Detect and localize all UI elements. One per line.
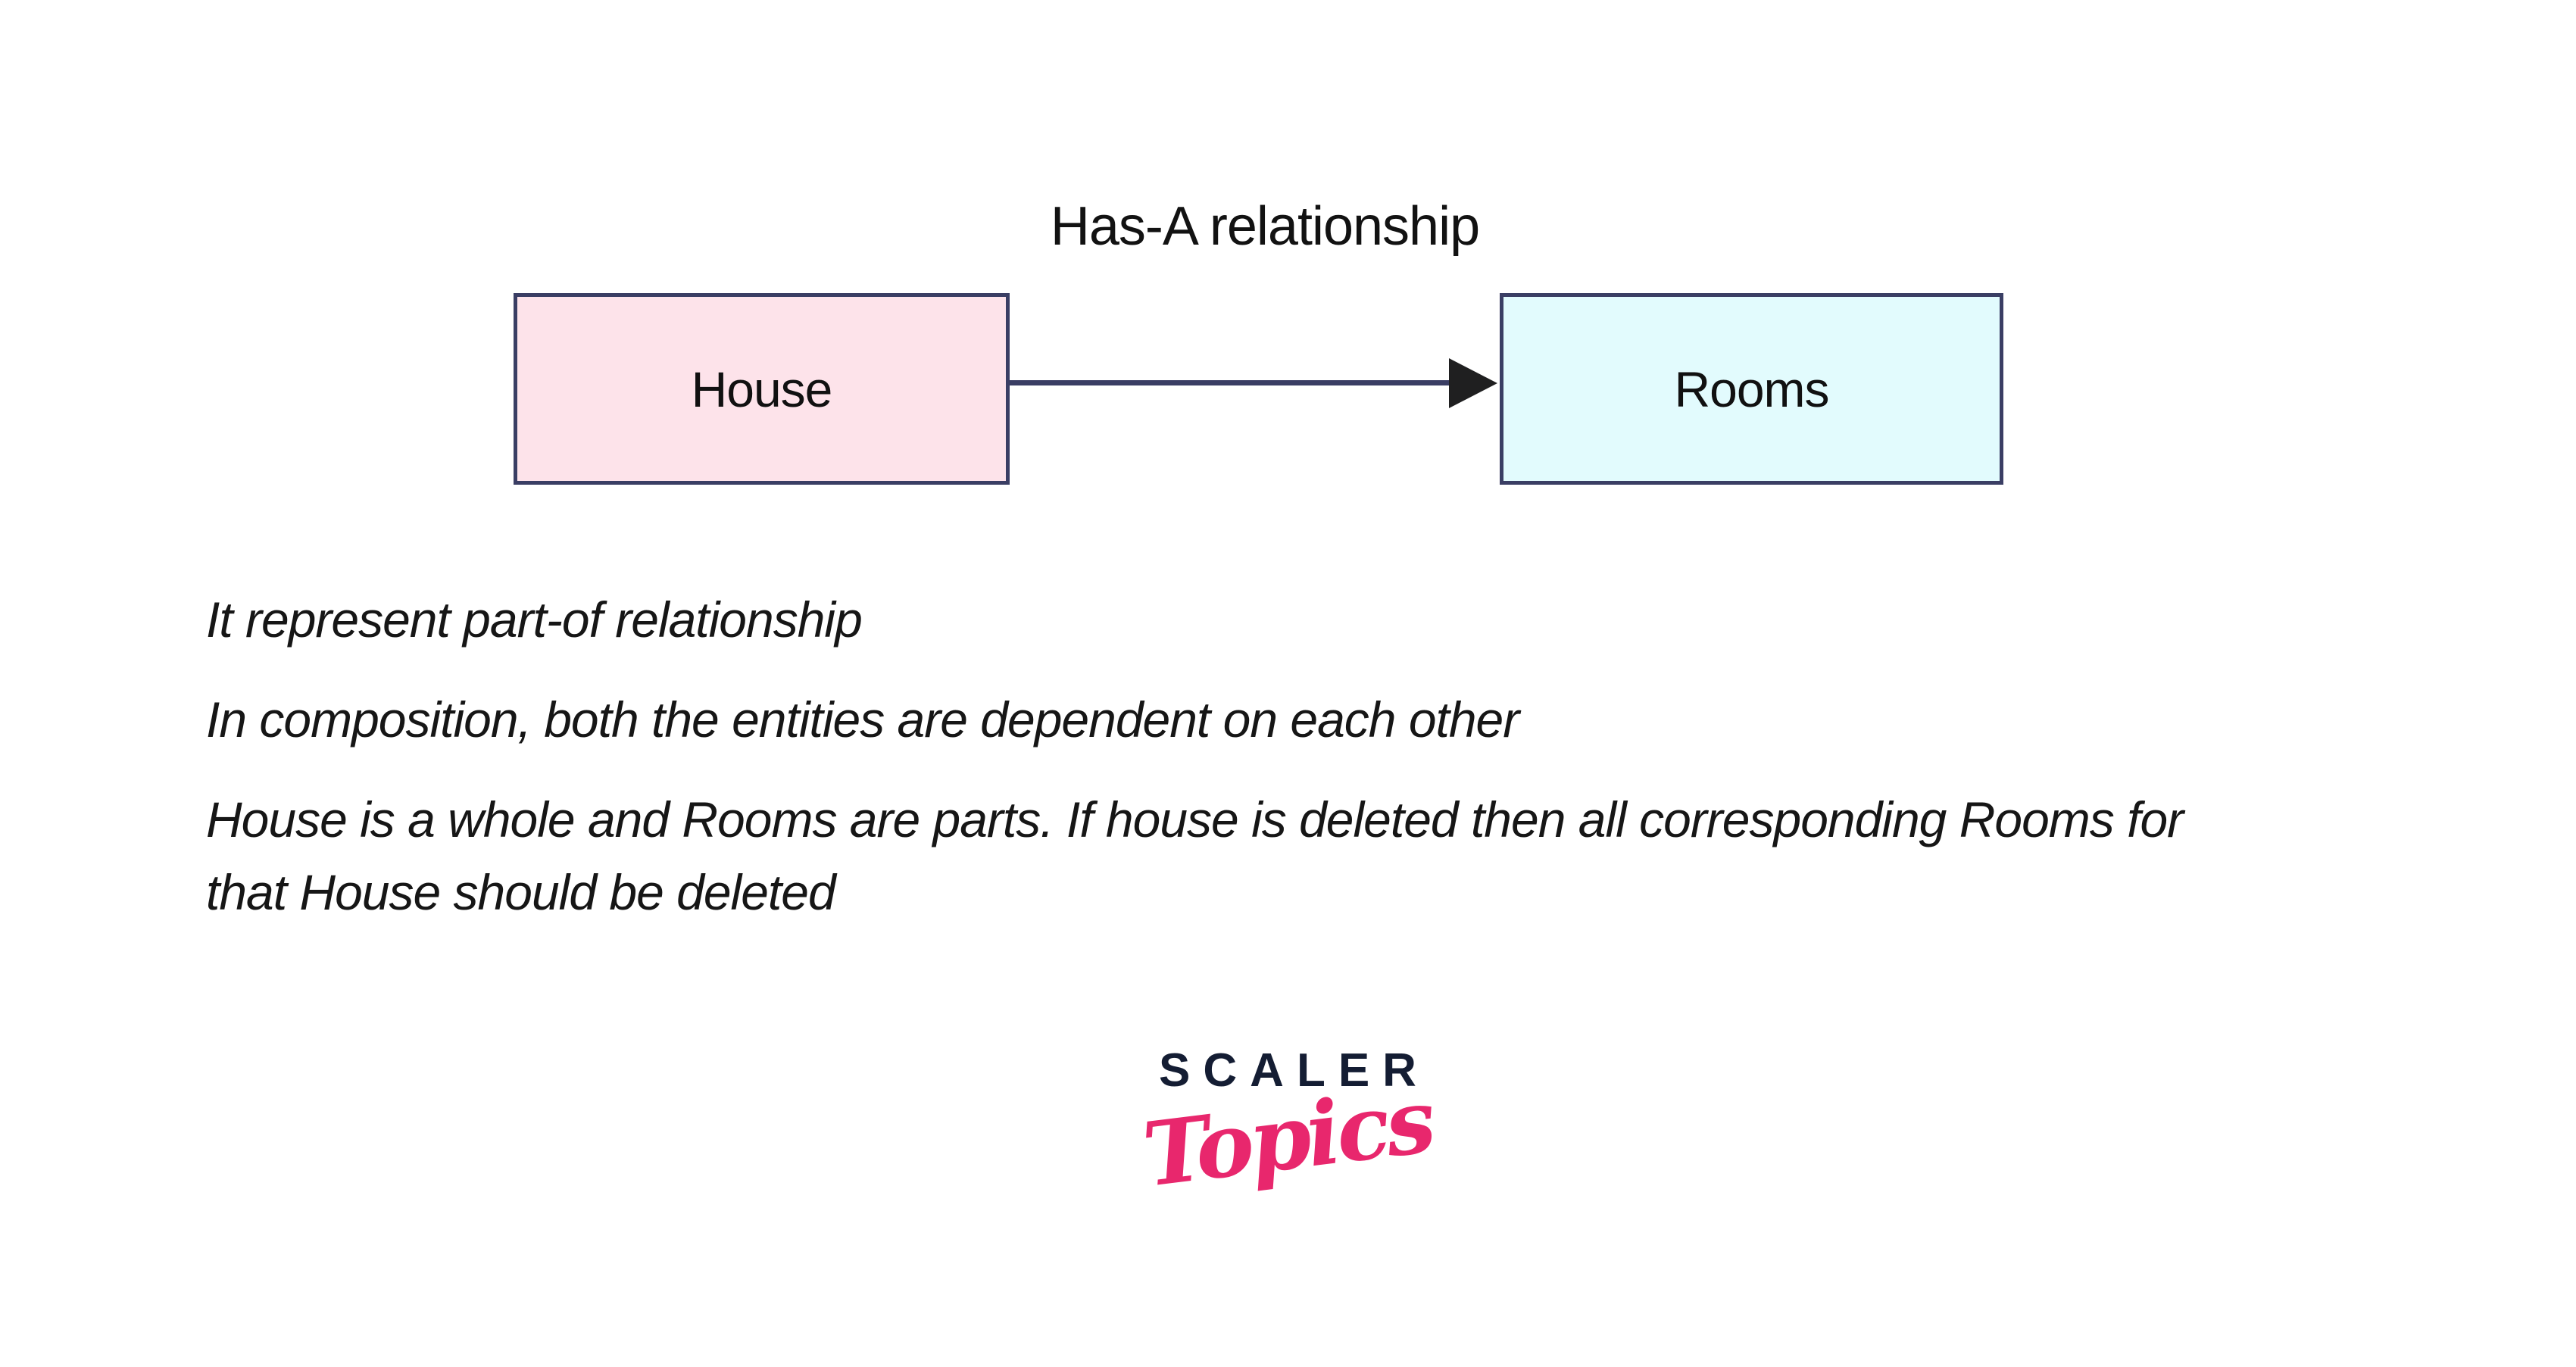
node-house-label: House (691, 360, 833, 417)
has-a-arrow-line (1010, 380, 1458, 385)
note-composition-dependency: In composition, both the entities are de… (206, 683, 2387, 756)
notes-block: It represent part-of relationship In com… (206, 583, 2387, 956)
diagram-title: Has-A relationship (1050, 196, 1480, 257)
node-rooms-label: Rooms (1674, 360, 1829, 417)
note-line: It represent part-of relationship (206, 591, 863, 648)
node-house: House (514, 293, 1010, 485)
note-part-of: It represent part-of relationship (206, 583, 2387, 656)
logo-brand-text: SCALER (1159, 1044, 1429, 1097)
has-a-arrowhead-icon (1449, 358, 1497, 408)
note-whole-part-deletion: House is a whole and Rooms are parts. If… (206, 783, 2387, 928)
note-line: House is a whole and Rooms are parts. If… (206, 791, 2184, 847)
note-line: In composition, both the entities are de… (206, 691, 1519, 747)
scaler-topics-logo: SCALER Topics (1098, 1044, 1477, 1207)
note-line: that House should be deleted (206, 864, 836, 920)
node-rooms: Rooms (1500, 293, 2003, 485)
